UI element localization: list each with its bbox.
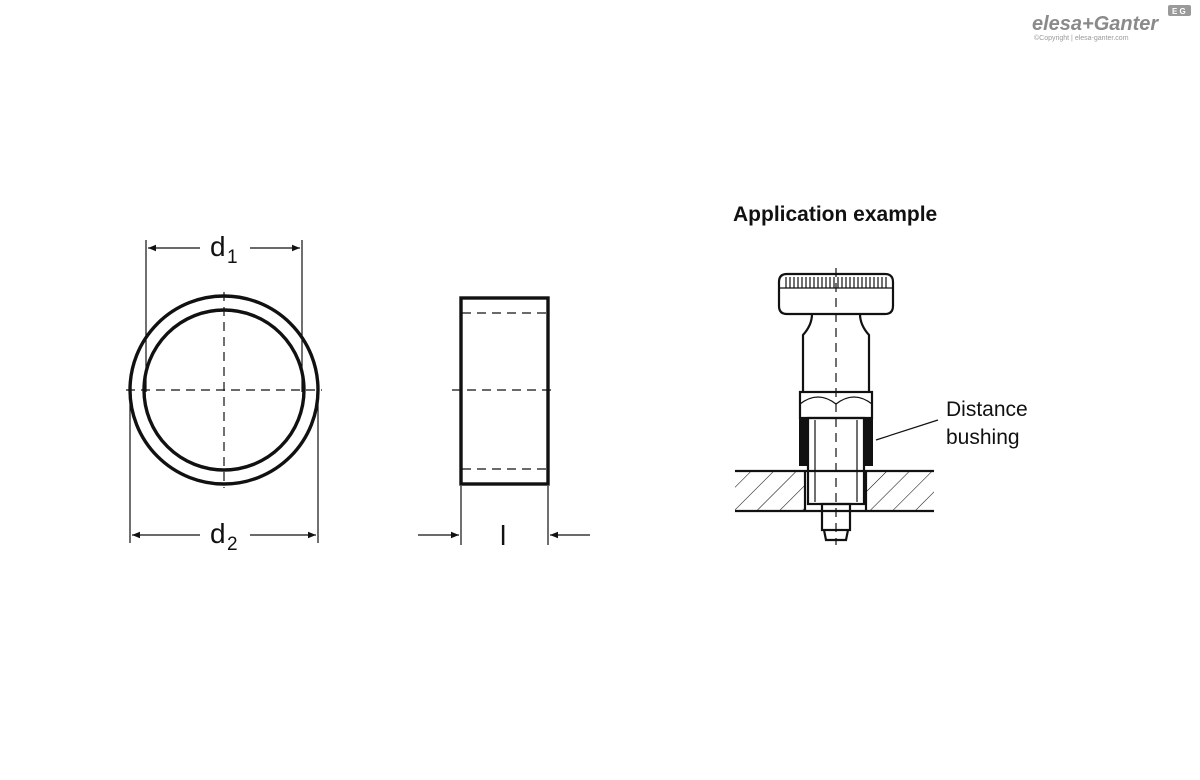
dimension-d2-label: d [210, 518, 226, 549]
brand-logo: elesa+Ganter ©Copyright | elesa-ganter.c… [1032, 5, 1191, 42]
dimension-d2-subscript: 2 [227, 534, 238, 555]
brand-badge-text: E G [1172, 7, 1186, 16]
plunger-body [798, 390, 874, 542]
dimension-d1-subscript: 1 [227, 247, 238, 268]
brand-copyright: ©Copyright | elesa-ganter.com [1034, 34, 1129, 42]
application-example: Application example [733, 203, 1028, 545]
dimension-d2: d 2 [129, 392, 319, 555]
mounting-plate [735, 469, 934, 513]
dimension-d1: d 1 [145, 231, 303, 392]
side-view-outline [459, 296, 550, 486]
bushing-left-section [799, 418, 808, 466]
side-view: l [418, 296, 590, 551]
dimension-l-label: l [500, 520, 506, 551]
bushing-leader-line [875, 419, 939, 441]
application-title: Application example [733, 203, 937, 226]
front-view: d 1 d 2 [126, 231, 322, 555]
knurl-lines [785, 277, 887, 288]
dimension-d1-label: d [210, 231, 226, 262]
bushing-label-line2: bushing [946, 426, 1020, 449]
brand-name: elesa+Ganter [1032, 13, 1159, 35]
dimension-l: l [418, 486, 590, 551]
knurled-knob [777, 268, 895, 545]
brand-badge [1168, 5, 1191, 16]
bushing-label-line1: Distance [946, 398, 1028, 421]
bushing-right-section [864, 418, 873, 466]
